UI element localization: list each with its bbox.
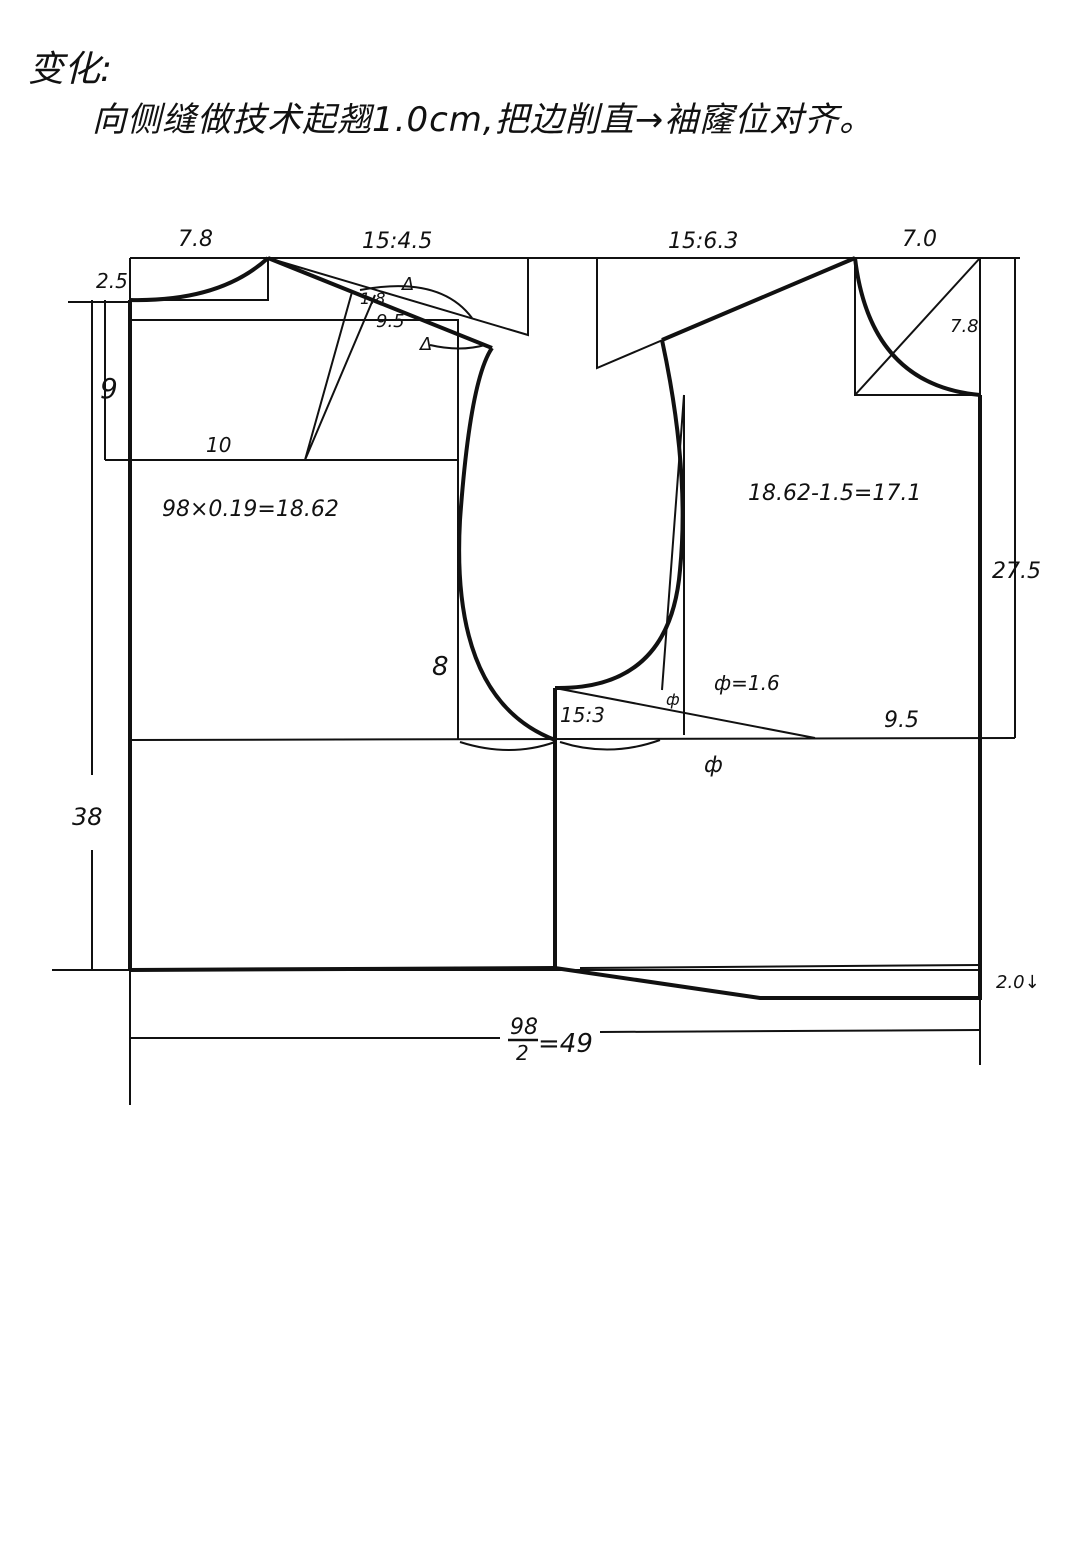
label-triangle-bottom: Δ <box>418 334 432 355</box>
label-back-width: 10 <box>206 433 231 457</box>
back-neck-box <box>129 258 269 301</box>
label-armhole-depth: 8 <box>432 652 449 682</box>
back-armhole-curve <box>457 346 556 742</box>
label-hem-drop: 2.0↓ <box>996 972 1040 993</box>
width-dimension-line <box>130 1029 981 1039</box>
label-side-offset: 9.5 <box>884 708 919 733</box>
label-dart-length: 9.5 <box>376 311 405 332</box>
label-phi-value: ф=1.6 <box>714 671 780 695</box>
back-shoulder-line <box>267 256 493 350</box>
back-armhole-arc <box>459 741 556 751</box>
label-front-shoulder-slope: 15:6.3 <box>668 229 738 254</box>
front-neck-curve <box>853 257 981 397</box>
label-half-bust-numerator: 98 <box>510 1015 538 1040</box>
front-armhole-guide <box>661 394 685 735</box>
label-half-bust-denominator: 2 <box>516 1041 529 1065</box>
side-slope-diagonal <box>554 687 816 739</box>
bust-line <box>129 737 1016 741</box>
label-total-length: 38 <box>72 803 103 831</box>
front-neck-diagonal <box>854 257 981 396</box>
label-front-length: 27.5 <box>992 559 1041 584</box>
label-back-neck-depth: 2.5 <box>96 269 128 293</box>
front-armhole-curve <box>554 339 685 691</box>
front-armhole-arc <box>559 739 661 751</box>
label-front-neck-diagonal: 7.8 <box>950 316 979 337</box>
label-phi-small: ф <box>666 690 680 709</box>
note-title: 变化: <box>28 49 113 90</box>
label-side-slope: 15:3 <box>560 703 605 727</box>
back-neck-curve <box>129 256 270 303</box>
label-phi: ф <box>704 753 723 778</box>
hem-front-curve <box>129 965 980 1000</box>
label-front-formula: 18.62-1.5=17.1 <box>748 481 921 506</box>
label-dart-width: 1.8 <box>360 289 385 308</box>
label-back-formula: 98×0.19=18.62 <box>162 497 339 522</box>
back-shoulder-slope-box <box>267 257 529 337</box>
hem-front-guide <box>579 964 981 969</box>
label-triangle-top: Δ <box>400 274 414 295</box>
shoulder-dart <box>304 291 376 461</box>
note-text: 向侧缝做技术起翘1.0cm,把边削直→袖窿位对齐。 <box>92 100 875 140</box>
label-back-shoulder-slope: 15:4.5 <box>362 229 432 254</box>
label-back-depth: 9 <box>100 372 118 405</box>
back-across-line <box>130 319 459 740</box>
label-back-neck-width: 7.8 <box>178 227 213 252</box>
front-shoulder-slope-box <box>596 257 856 370</box>
label-front-neck-width: 7.0 <box>902 227 937 252</box>
dart-arc-upper <box>359 285 473 319</box>
label-half-bust-result: =49 <box>538 1029 593 1059</box>
